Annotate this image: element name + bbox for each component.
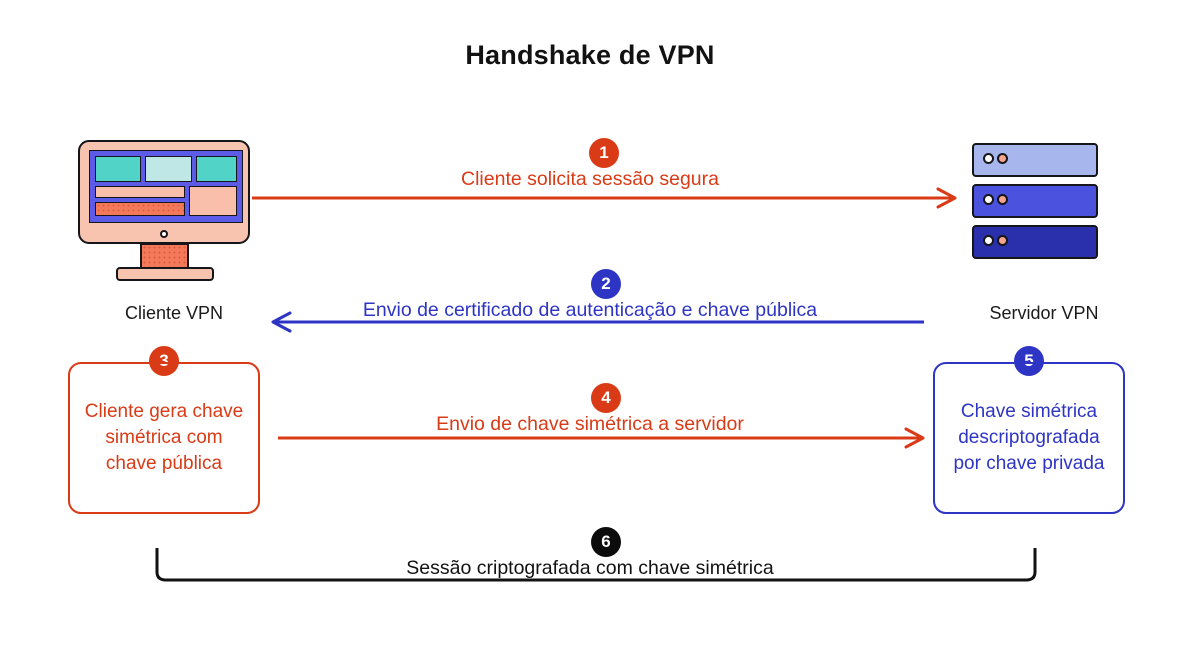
monitor-stand-base xyxy=(116,267,214,281)
server-unit-top xyxy=(972,143,1098,177)
monitor-screen xyxy=(89,150,243,223)
server-unit-bottom xyxy=(972,225,1098,259)
arrow-step-1 xyxy=(252,187,957,209)
desktop-monitor-icon xyxy=(78,140,258,281)
process-box-step-5-label: Chave simétrica descriptografada por cha… xyxy=(953,400,1105,475)
step-badge-4: 4 xyxy=(591,383,621,413)
screen-block-f xyxy=(188,186,237,216)
step-badge-1: 1 xyxy=(589,138,619,168)
server-endpoint-label: Servidor VPN xyxy=(989,303,1099,323)
client-endpoint-label: Cliente VPN xyxy=(124,303,224,323)
server-led-peach-icon xyxy=(997,194,1008,205)
step-badge-2: 2 xyxy=(591,269,621,299)
screen-row-top xyxy=(95,156,237,182)
screen-block-d xyxy=(95,186,185,199)
server-rack-icon xyxy=(972,143,1098,261)
server-led-peach-icon xyxy=(997,153,1008,164)
server-unit-middle xyxy=(972,184,1098,218)
step-label-6: Sessão criptografada com chave simétrica xyxy=(406,557,774,579)
step-badge-6: 6 xyxy=(591,527,621,557)
screen-row-bottom xyxy=(95,186,237,216)
server-led-white-icon xyxy=(983,194,994,205)
process-box-step-3-label: Cliente gera chave simétrica com chave p… xyxy=(84,400,244,475)
screen-block-a xyxy=(95,156,142,182)
step-label-4: Envio de chave simétrica a servidor xyxy=(436,413,744,435)
step-label-1: Cliente solicita sessão segura xyxy=(461,168,719,190)
process-box-step-5: Chave simétrica descriptografada por cha… xyxy=(933,362,1125,514)
page-title: Handshake de VPN xyxy=(465,40,715,70)
monitor-body xyxy=(78,140,250,244)
step-label-2: Envio de certificado de autenticação e c… xyxy=(362,299,818,321)
screen-block-b xyxy=(145,156,192,182)
screen-block-left-column xyxy=(95,186,185,216)
screen-block-c xyxy=(195,156,237,182)
process-box-step-3: Cliente gera chave simétrica com chave p… xyxy=(68,362,260,514)
step-badge-5: 5 xyxy=(1014,346,1044,376)
screen-block-e xyxy=(95,202,185,216)
monitor-stand-neck xyxy=(140,243,189,271)
server-led-white-icon xyxy=(983,153,994,164)
monitor-power-dot xyxy=(160,230,168,238)
server-led-peach-icon xyxy=(997,235,1008,246)
server-led-white-icon xyxy=(983,235,994,246)
step-badge-3: 3 xyxy=(149,346,179,376)
